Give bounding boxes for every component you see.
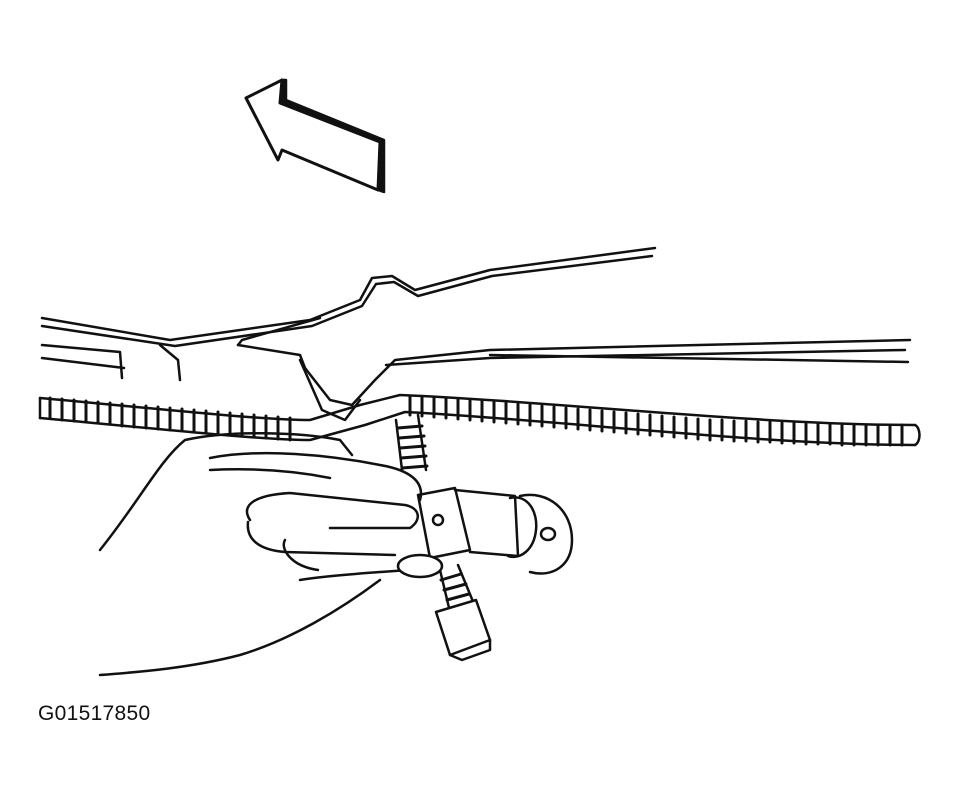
direction-arrow-icon [246,80,384,192]
figure-id-label: G01517850 [38,702,151,725]
branch-harness [396,415,474,612]
hand [100,433,444,675]
body-panel [42,248,910,420]
electrical-connector [418,488,572,660]
wiring-harness-conduit [40,395,920,445]
